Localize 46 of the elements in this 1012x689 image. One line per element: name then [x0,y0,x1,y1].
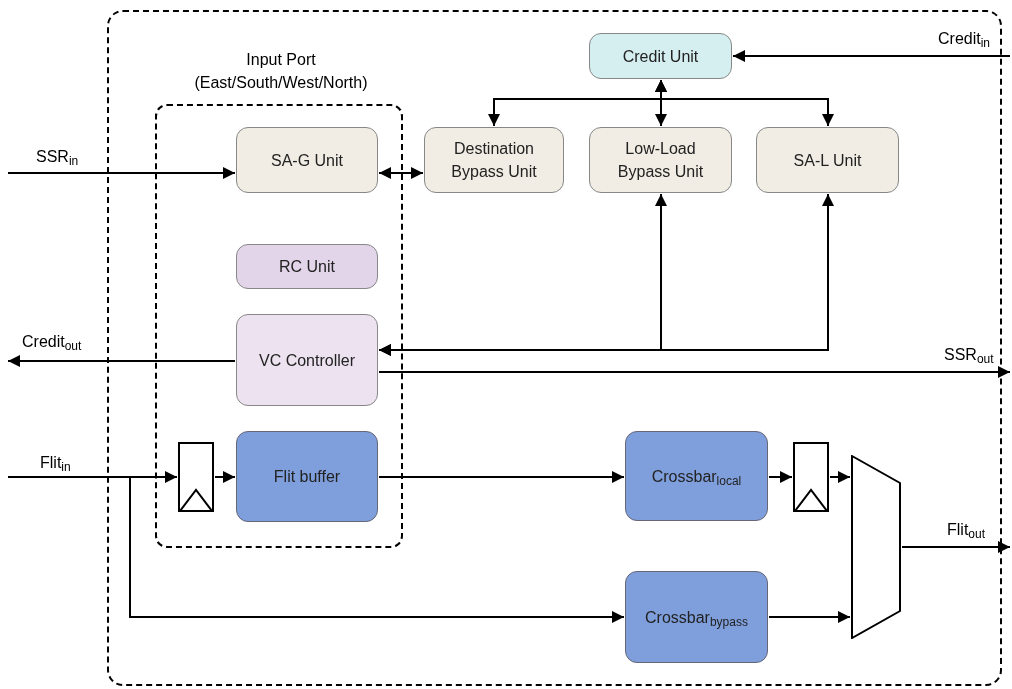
unit-box [236,244,378,289]
arrow [214,471,236,483]
unit-label: Flit buffer [273,467,341,487]
unit-label: SA-L Unit [793,150,862,171]
register-symbol [793,442,829,512]
arrow [655,79,834,127]
unit-box [589,33,732,79]
arrow [7,167,236,179]
unit-box [756,127,899,193]
unit-label: VC Controller [259,350,355,371]
arrow [129,476,625,623]
crossbar-box [625,431,768,521]
arrow [7,355,236,367]
unit-label: Crossbar$_{local}$ [651,466,742,488]
crossbar-box [625,571,768,663]
unit-box [236,127,378,193]
arrow [768,611,851,623]
arrow [768,471,793,483]
group-heading: Input Port (East/South/West/North) [193,50,369,93]
buffer-box [236,431,378,522]
signal-label: Flit$_{in}$ [40,453,71,474]
unit-label: RC Unit [279,257,335,277]
arrow [378,366,1011,378]
router-boundary [107,10,1002,686]
register-symbol [178,442,214,512]
arrow [829,471,851,483]
unit-label: Destination Bypass Unit [450,139,538,182]
arrow [7,471,178,483]
signal-label: SSR$_{out}$ [944,345,994,366]
arrow [378,167,424,179]
unit-label: Credit Unit [622,46,699,67]
unit-label: Crossbar$_{bypass}$ [645,607,748,629]
signal-label: Credit$_{out}$ [22,332,82,353]
unit-box [589,127,732,193]
arrow [378,193,834,356]
controller-box [236,314,378,406]
signal-label: Credit$_{in}$ [938,29,991,50]
arrow [732,50,1011,62]
signal-label: Flit$_{out}$ [947,520,985,541]
arrow [378,471,625,483]
multiplexer-symbol [851,455,901,639]
arrow [901,541,1011,553]
signal-label: SSR$_{in}$ [36,147,79,168]
unit-box [424,127,564,193]
unit-label: SA-G Unit [271,150,343,171]
unit-label: Low-Load Bypass Unit [616,139,705,182]
